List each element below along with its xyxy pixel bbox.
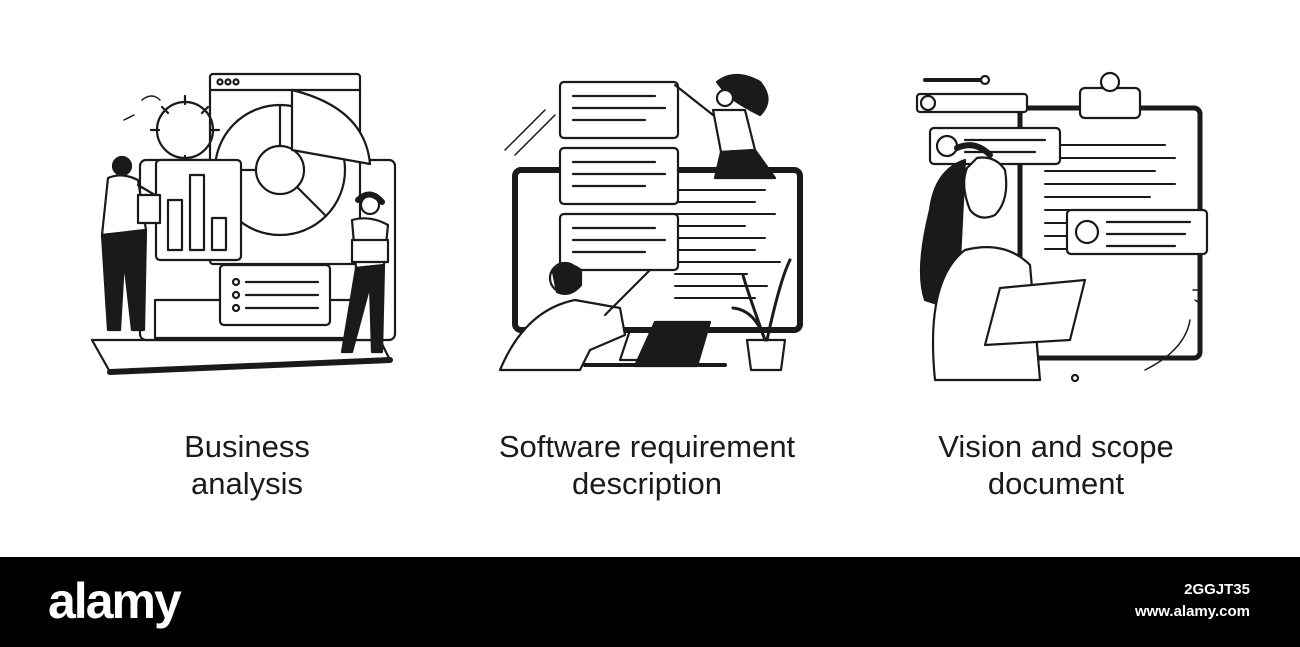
brand-logo: alamy bbox=[48, 573, 182, 629]
site-url: www.alamy.com bbox=[1134, 603, 1250, 620]
vision-scope-illustration bbox=[895, 60, 1225, 390]
watermark-footer: alamy 2GGJT35 www.alamy.com bbox=[0, 557, 1300, 647]
caption-line: description bbox=[572, 466, 722, 501]
caption-line: Business bbox=[184, 429, 310, 464]
caption-software-requirement: Software requirement description bbox=[457, 428, 837, 502]
business-analysis-illustration bbox=[80, 60, 410, 390]
caption-line: document bbox=[987, 466, 1125, 501]
caption-vision-scope: Vision and scope document bbox=[866, 428, 1246, 502]
caption-line: Vision and scope bbox=[938, 429, 1174, 464]
caption-line: Software requirement bbox=[498, 429, 796, 464]
caption-business-analysis: Business analysis bbox=[57, 428, 437, 502]
image-id: 2GGJT35 bbox=[1184, 581, 1250, 598]
software-requirement-illustration bbox=[485, 60, 815, 390]
image-id-block: 2GGJT35 www.alamy.com bbox=[1135, 579, 1250, 623]
caption-line: analysis bbox=[191, 466, 303, 501]
illustration-canvas: Business analysis Software requirement d… bbox=[57, 60, 1246, 502]
